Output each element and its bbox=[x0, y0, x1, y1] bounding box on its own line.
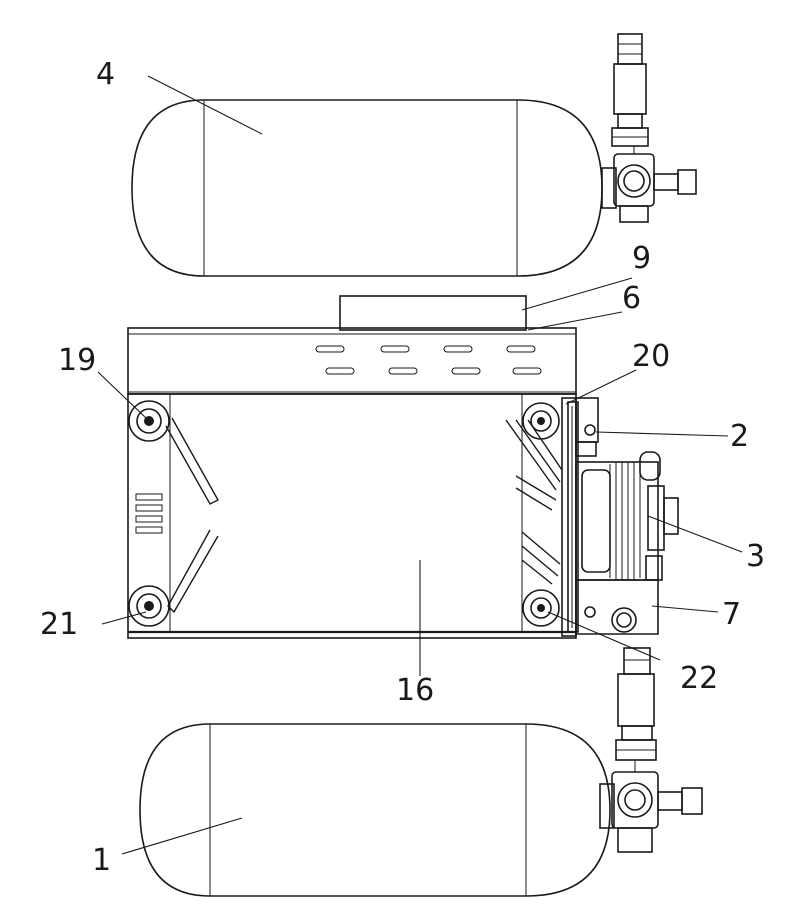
top-frame-housing bbox=[128, 328, 576, 394]
roller-22 bbox=[523, 590, 559, 626]
label-roller-bottom-left: 21 bbox=[40, 607, 78, 642]
pulley-3 bbox=[576, 452, 678, 580]
label-pulley: 3 bbox=[746, 539, 765, 574]
roller-21 bbox=[129, 586, 169, 626]
main-body-frame bbox=[128, 394, 576, 638]
label-mount: 7 bbox=[722, 597, 741, 632]
label-panel: 16 bbox=[396, 673, 434, 708]
plate-9 bbox=[340, 296, 526, 330]
label-roller-top-right: 20 bbox=[632, 339, 670, 374]
label-frame-top: 6 bbox=[622, 281, 641, 316]
label-plate: 9 bbox=[632, 241, 651, 276]
mount-7 bbox=[576, 580, 658, 634]
label-bracket: 2 bbox=[730, 419, 749, 454]
label-tank-bottom: 1 bbox=[92, 843, 111, 878]
label-roller-bottom-right: 22 bbox=[680, 661, 718, 696]
label-tank-top: 4 bbox=[96, 57, 115, 92]
top-valve-assembly bbox=[602, 34, 696, 222]
bracket-2 bbox=[576, 398, 598, 456]
top-gas-cylinder bbox=[132, 100, 602, 276]
label-roller-top-left: 19 bbox=[58, 343, 96, 378]
bottom-gas-cylinder bbox=[140, 724, 610, 896]
